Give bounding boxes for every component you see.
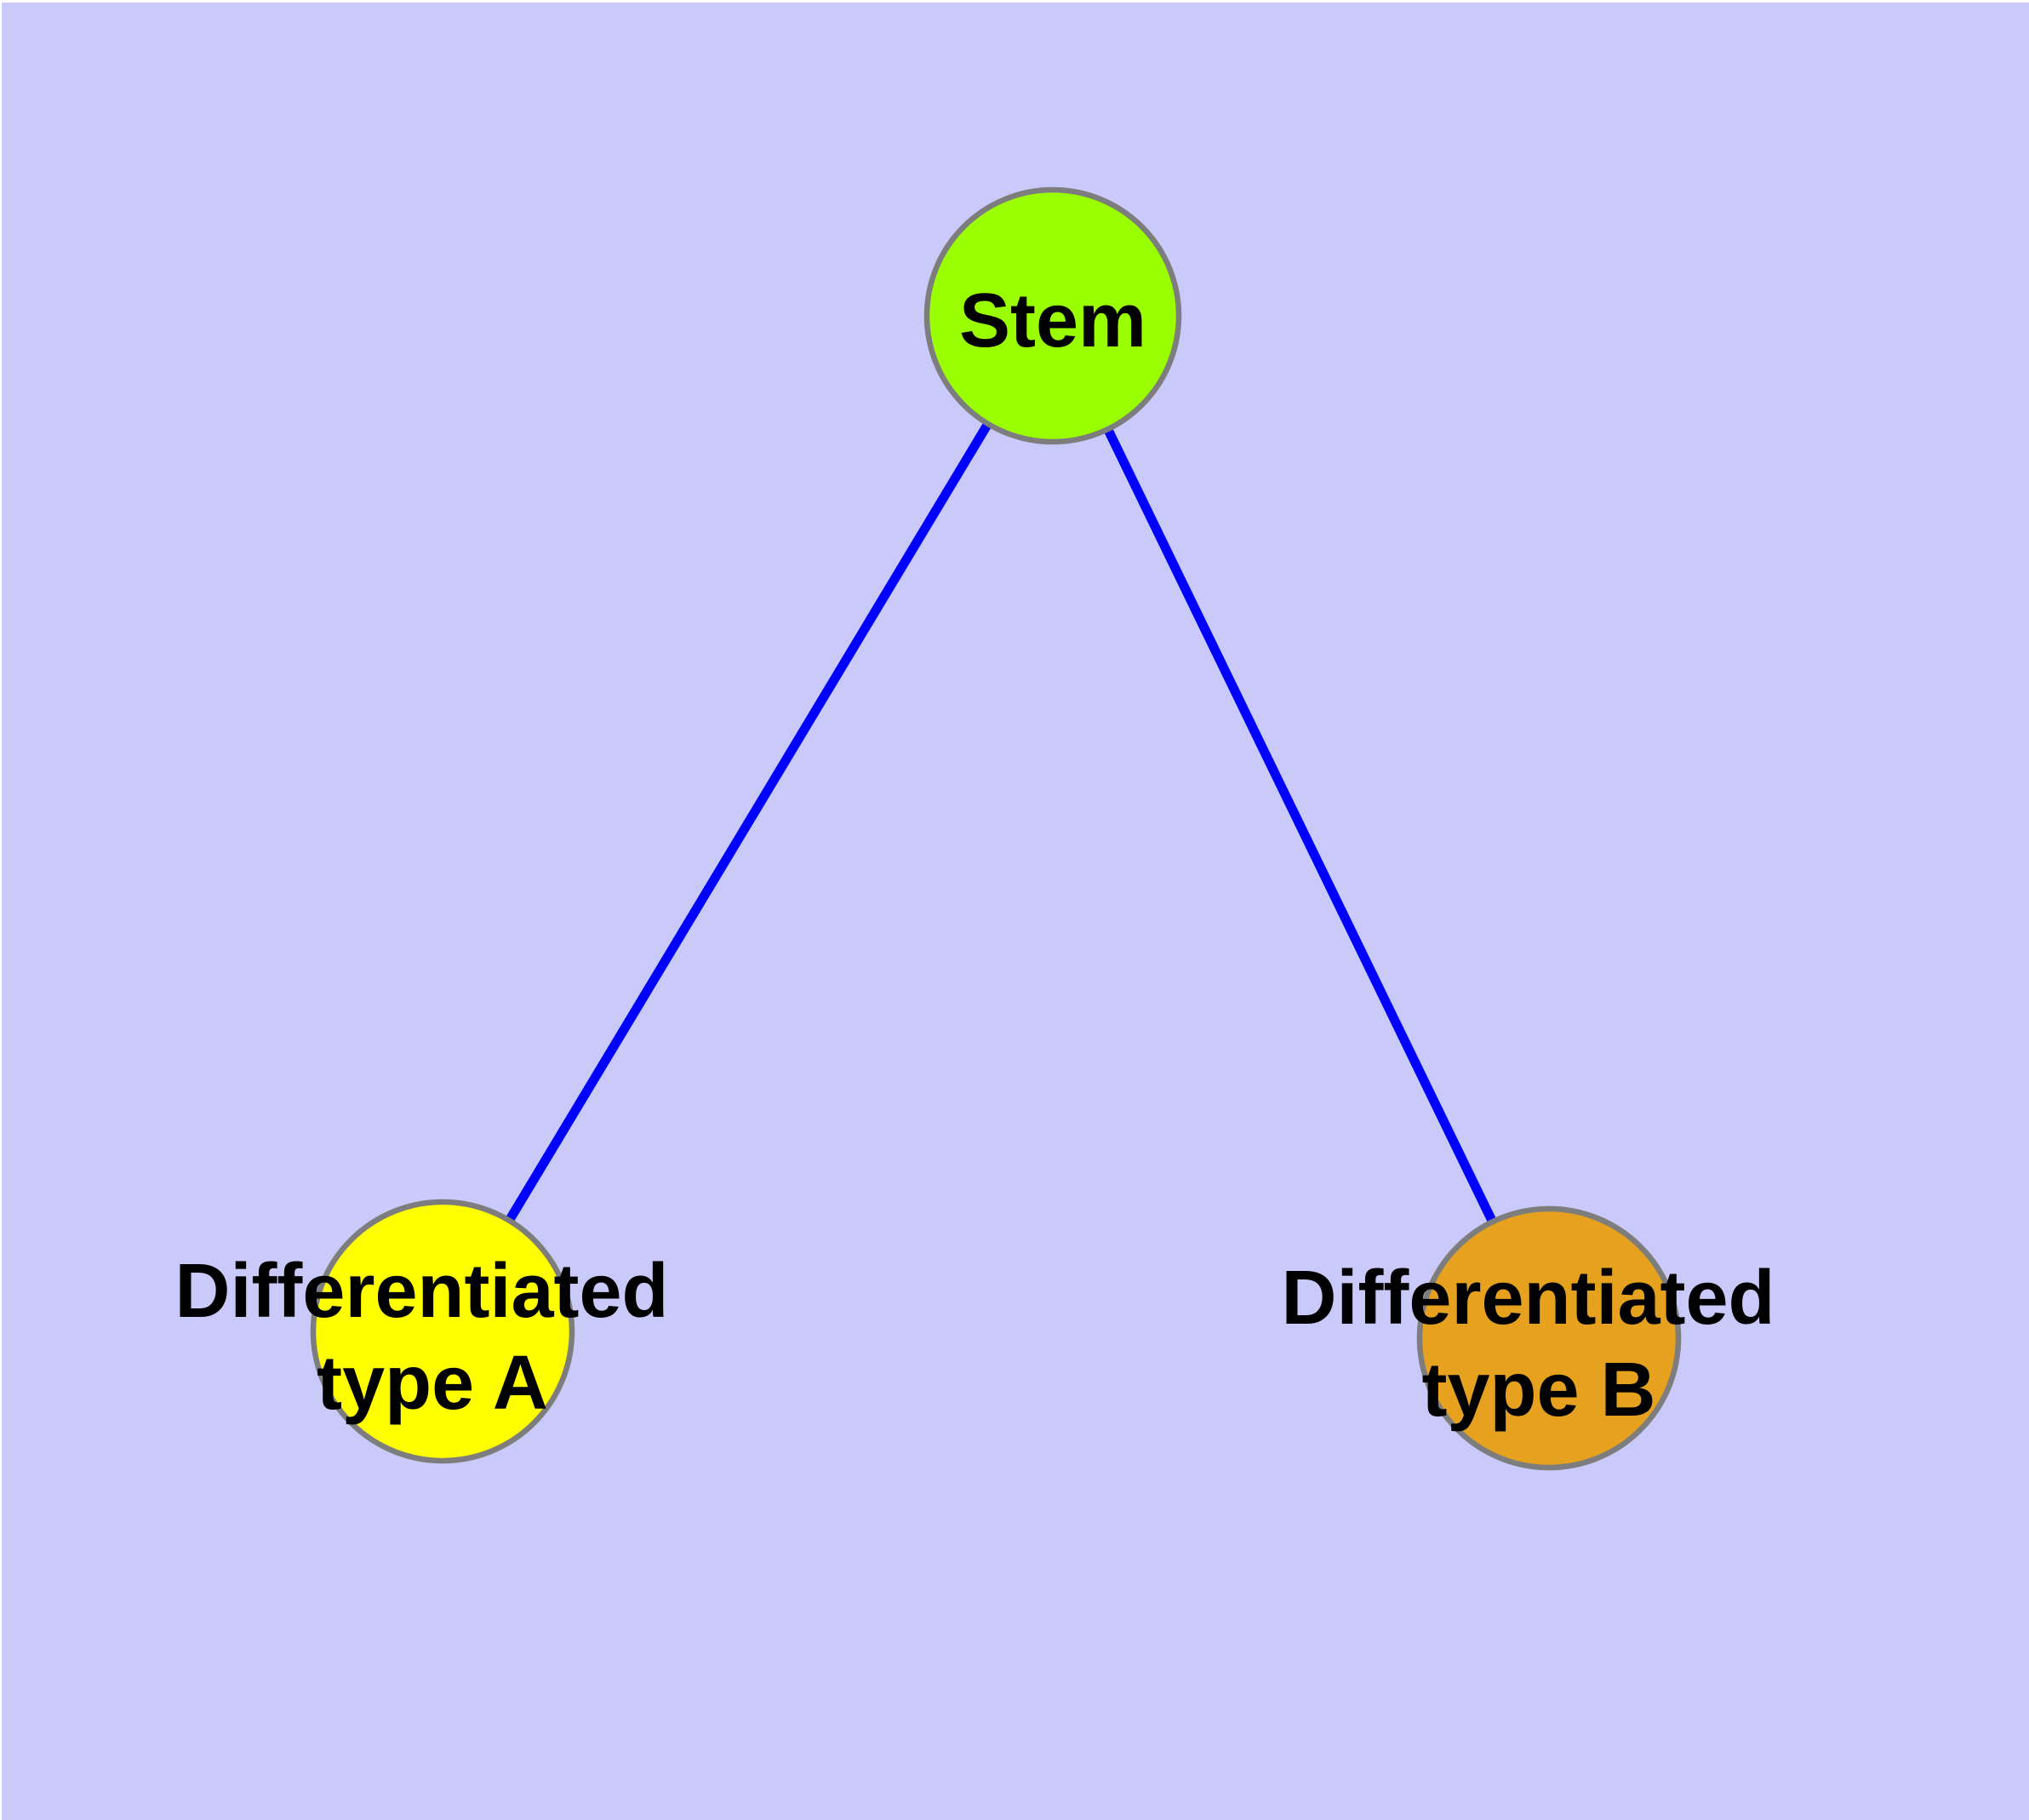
stem-node-label: Stem bbox=[959, 278, 1146, 363]
type-b-label-line2: type B bbox=[1421, 1348, 1655, 1433]
type-a-node-label: Differentiated type A bbox=[174, 1249, 689, 1426]
type-b-node-label: Differentiated type B bbox=[1281, 1256, 1796, 1433]
stem-node bbox=[923, 186, 1182, 445]
edge-stem-to-type-a bbox=[438, 313, 1057, 1334]
type-a-label-line1: Differentiated bbox=[174, 1249, 668, 1334]
type-b-label-line1: Differentiated bbox=[1281, 1256, 1775, 1341]
type-a-label-line2: type A bbox=[317, 1341, 548, 1426]
type-a-node bbox=[310, 1199, 575, 1464]
edge-stem-to-type-b bbox=[1049, 313, 1553, 1341]
type-b-node bbox=[1416, 1205, 1682, 1471]
